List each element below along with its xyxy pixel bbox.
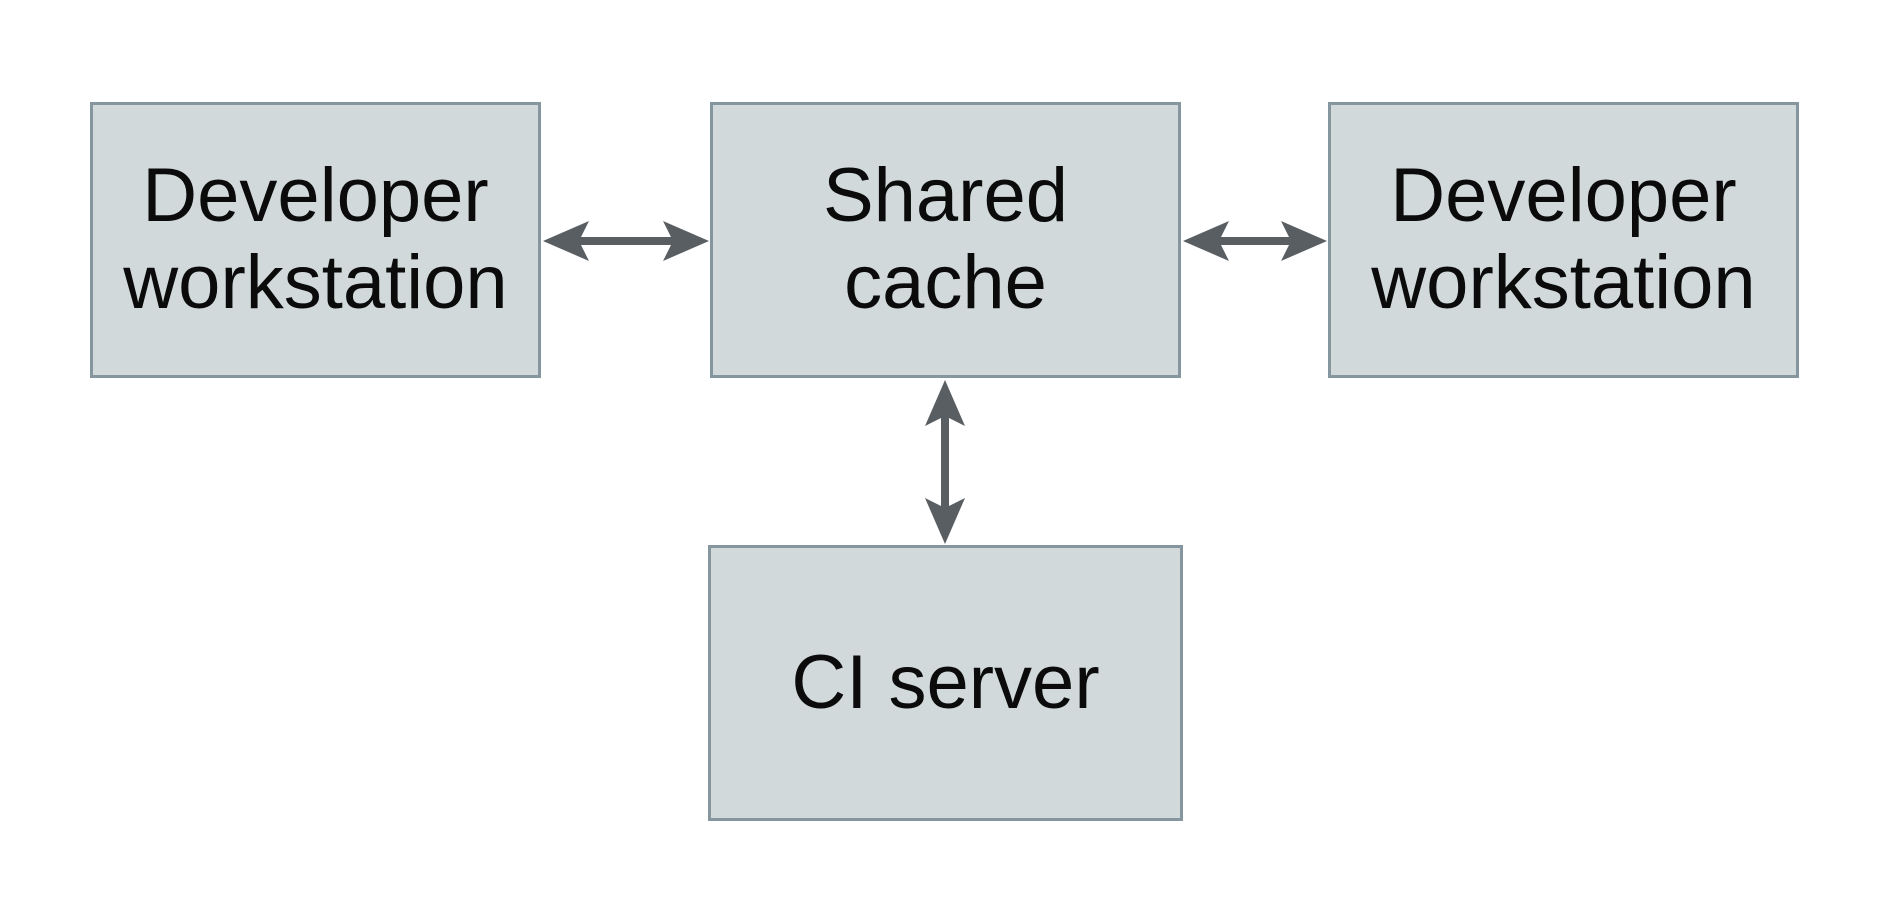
node-label-developer-workstation-right: Developer workstation [1371,153,1756,325]
node-shared-cache: Shared cache [710,102,1181,378]
node-label-ci-server: CI server [791,639,1100,725]
node-developer-workstation-left: Developer workstation [90,102,541,378]
node-label-shared-cache: Shared cache [822,153,1069,325]
node-ci-server: CI server [708,545,1183,821]
bidirectional-arrow-vertical-icon [925,380,965,544]
node-developer-workstation-right: Developer workstation [1328,102,1799,378]
node-label-developer-workstation-left: Developer workstation [123,153,508,325]
bidirectional-arrow-left-icon [543,221,709,261]
bidirectional-arrow-right-icon [1183,221,1327,261]
